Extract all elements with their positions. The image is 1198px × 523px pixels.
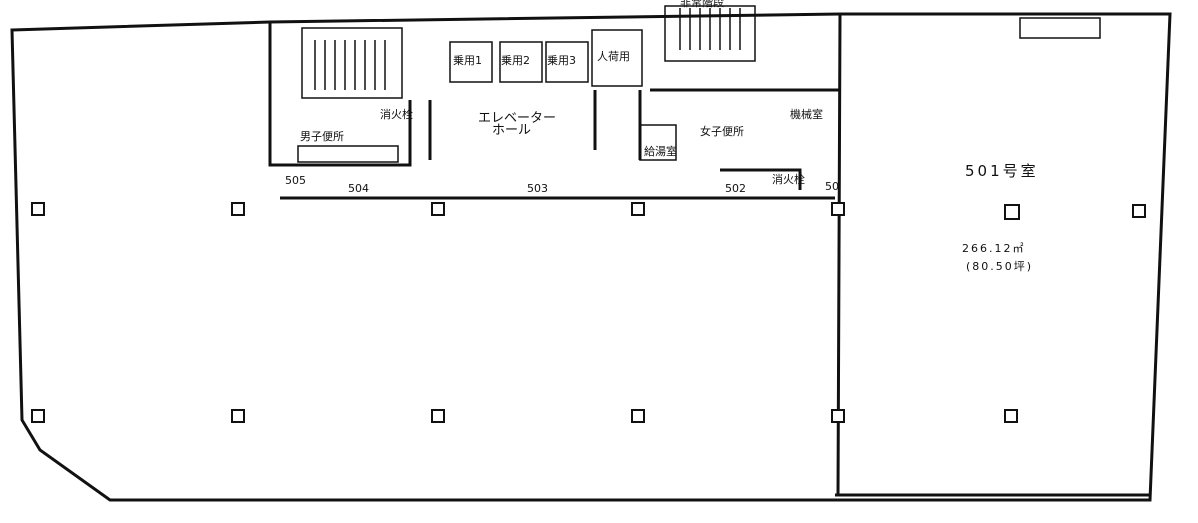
unit-area-m2: 266.12㎡ — [962, 242, 1026, 255]
label-hydrant-left: 消火栓 — [380, 107, 413, 121]
outer-wall — [10, 12, 1172, 502]
unit-area-tsubo: (80.50坪) — [966, 260, 1033, 273]
kitchenette-box — [639, 124, 677, 161]
label-elevator-hall-2: ホール — [492, 123, 531, 138]
stairs-left — [301, 27, 403, 99]
label-elevator-3: 乗用3 — [547, 54, 576, 67]
door-label-501: 50 — [825, 180, 839, 193]
door-label-505: 505 — [285, 174, 306, 187]
door-label-504: 504 — [348, 182, 369, 195]
elevator-1-shaft — [449, 41, 493, 83]
unit-name: 501号室 — [965, 162, 1039, 180]
label-machine-room: 機械室 — [790, 107, 823, 121]
label-emergency-stairs: 非常階段 — [680, 0, 724, 9]
door-label-503: 503 — [527, 182, 548, 195]
stairs-treads — [314, 8, 741, 90]
label-elevator-1: 乗用1 — [453, 54, 482, 67]
freight-elevator-shaft — [591, 29, 643, 87]
mens-fixtures — [297, 145, 399, 163]
elevator-3-shaft — [545, 41, 589, 83]
columns — [31, 202, 1146, 423]
elevator-2-shaft — [499, 41, 543, 83]
label-hydrant-right: 消火栓 — [772, 172, 805, 186]
label-mens-restroom: 男子便所 — [300, 130, 344, 143]
label-kitchenette: 給湯室 — [644, 144, 677, 158]
label-womens-restroom: 女子便所 — [700, 124, 744, 138]
label-elevator-hall-1: エレベーター — [478, 111, 556, 126]
label-elevator-2: 乗用2 — [501, 54, 530, 67]
emergency-stairs-box — [664, 5, 756, 62]
label-freight-elevator: 人荷用 — [597, 50, 630, 63]
window-unit — [1019, 17, 1101, 39]
door-label-502: 502 — [725, 182, 746, 195]
